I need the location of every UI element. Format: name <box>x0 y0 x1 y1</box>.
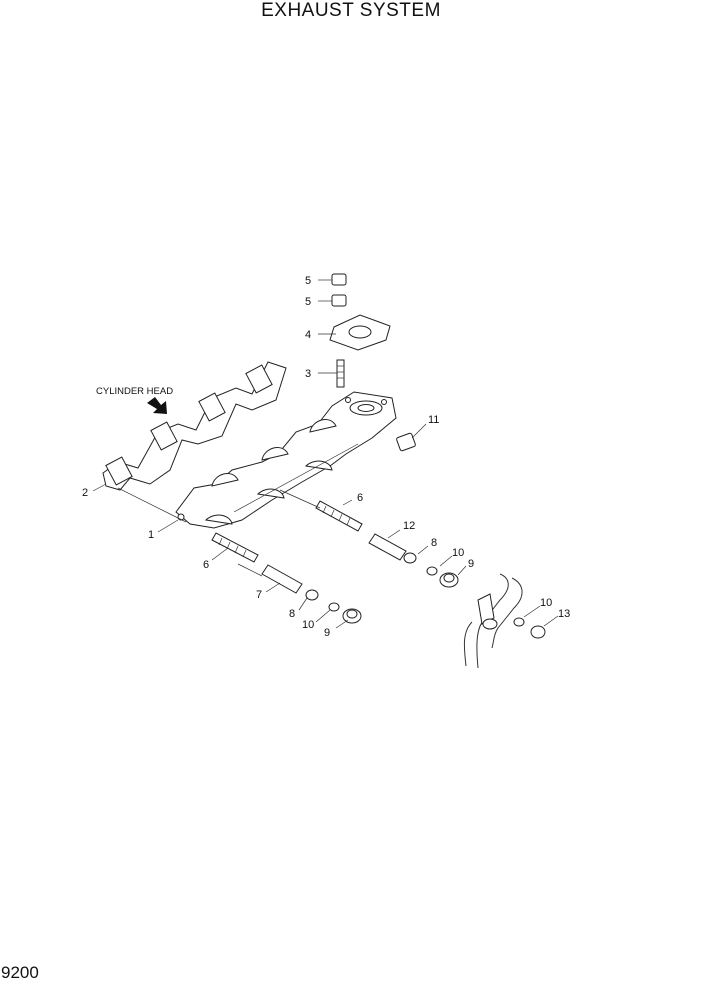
stud-3 <box>336 359 345 388</box>
cylinder-head-label: CYLINDER HEAD <box>96 386 173 397</box>
washer-8-left <box>305 589 319 601</box>
callout-8-right: 8 <box>431 537 437 549</box>
callout-9-left: 9 <box>324 627 330 639</box>
cylinder-head-arrow <box>147 397 167 414</box>
washer-8-right <box>403 552 417 564</box>
callout-8-left: 8 <box>289 608 295 620</box>
callout-6-right: 6 <box>357 492 363 504</box>
callout-1: 1 <box>148 529 154 541</box>
page-title: EXHAUST SYSTEM <box>261 0 441 21</box>
flange-nut-9-left <box>342 608 362 624</box>
stud-6-left <box>211 532 259 563</box>
callout-10-left: 10 <box>302 619 314 631</box>
nut-5-lower <box>331 294 347 307</box>
leader-lines <box>92 279 559 629</box>
callout-12: 12 <box>403 520 415 532</box>
page-number: 9200 <box>1 963 39 982</box>
callout-7: 7 <box>256 589 262 601</box>
washer-10-left <box>328 602 340 612</box>
flange-gasket <box>329 314 391 351</box>
washer-10-middle <box>426 566 438 576</box>
callout-3: 3 <box>305 368 311 380</box>
bushing-11 <box>396 432 416 452</box>
exhaust-manifold <box>175 391 397 529</box>
callout-5-lower: 5 <box>305 296 311 308</box>
stud-6-right <box>315 500 363 532</box>
flange-nut-9-right <box>439 572 459 588</box>
callout-2: 2 <box>82 487 88 499</box>
callout-13: 13 <box>558 608 570 620</box>
spacer-12 <box>368 533 407 561</box>
callout-10-right: 10 <box>540 597 552 609</box>
callout-10-middle: 10 <box>452 547 464 559</box>
callout-4: 4 <box>305 329 311 341</box>
spacer-7 <box>261 564 303 594</box>
exhaust-gasket <box>102 361 287 491</box>
pipe-bracket <box>463 573 523 669</box>
callout-5-upper: 5 <box>305 275 311 287</box>
nut-5-upper <box>331 273 347 286</box>
callout-9-right: 9 <box>468 558 474 570</box>
callout-11: 11 <box>428 414 439 426</box>
nut-13 <box>530 625 546 639</box>
callout-6-left: 6 <box>203 559 209 571</box>
washer-10-right <box>513 617 525 627</box>
